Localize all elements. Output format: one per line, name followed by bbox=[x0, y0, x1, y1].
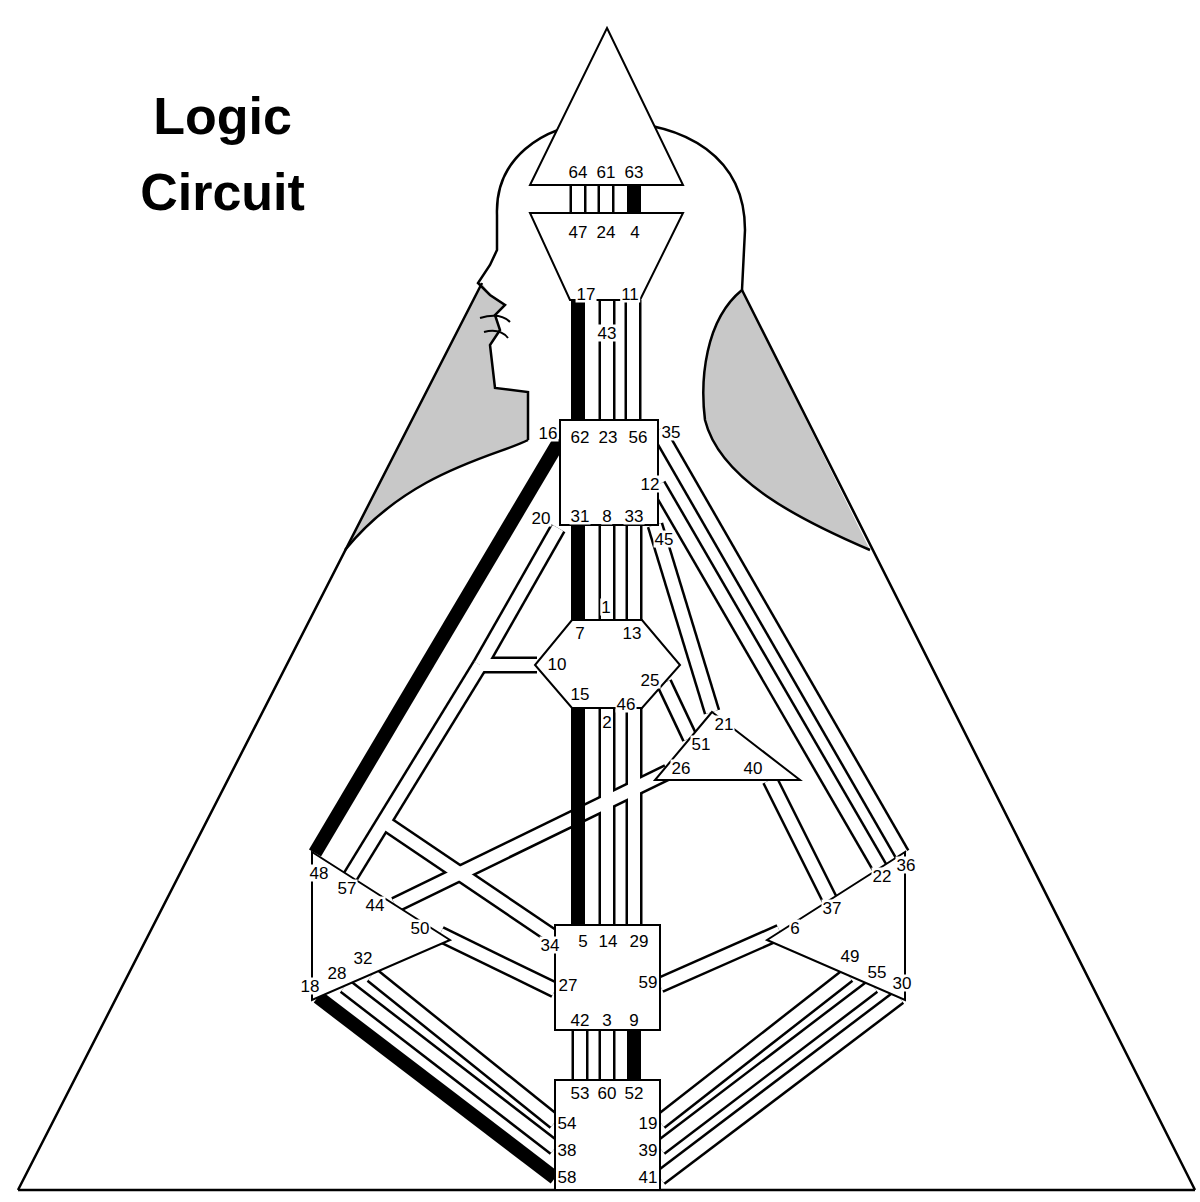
gate-number: 59 bbox=[638, 974, 659, 991]
gate-number: 52 bbox=[624, 1085, 645, 1102]
gate-number: 46 bbox=[616, 696, 637, 713]
gate-number: 54 bbox=[557, 1115, 578, 1132]
gate-number: 62 bbox=[570, 429, 591, 446]
gate-number: 43 bbox=[597, 325, 618, 342]
gate-number: 27 bbox=[558, 977, 579, 994]
gate-number: 44 bbox=[365, 897, 386, 914]
gate-number: 24 bbox=[596, 224, 617, 241]
gate-number: 25 bbox=[640, 672, 661, 689]
gate-number: 22 bbox=[872, 868, 893, 885]
gate-number: 64 bbox=[568, 164, 589, 181]
gate-number: 2 bbox=[601, 714, 612, 731]
gate-number: 14 bbox=[598, 933, 619, 950]
centers bbox=[312, 28, 905, 1190]
gate-number: 47 bbox=[568, 224, 589, 241]
diagram-title: Logic Circuit bbox=[105, 78, 340, 230]
gate-number: 57 bbox=[337, 880, 358, 897]
gate-number: 49 bbox=[840, 948, 861, 965]
gate-number: 42 bbox=[570, 1012, 591, 1029]
gate-number: 26 bbox=[671, 760, 692, 777]
gate-number: 45 bbox=[654, 531, 675, 548]
gate-number: 23 bbox=[598, 429, 619, 446]
gate-number: 50 bbox=[410, 920, 431, 937]
gate-number: 38 bbox=[557, 1142, 578, 1159]
gate-number: 33 bbox=[624, 508, 645, 525]
gate-number: 1 bbox=[600, 599, 611, 616]
gate-number: 34 bbox=[540, 937, 561, 954]
gate-number: 15 bbox=[570, 686, 591, 703]
gate-number: 35 bbox=[661, 424, 682, 441]
gate-number: 6 bbox=[789, 920, 800, 937]
gate-number: 5 bbox=[577, 933, 588, 950]
gate-number: 39 bbox=[638, 1142, 659, 1159]
gate-number: 63 bbox=[624, 164, 645, 181]
gate-number: 17 bbox=[576, 286, 597, 303]
gate-number: 48 bbox=[309, 865, 330, 882]
gate-number: 10 bbox=[547, 656, 568, 673]
gate-number: 28 bbox=[327, 965, 348, 982]
gate-number: 3 bbox=[601, 1012, 612, 1029]
gate-number: 41 bbox=[638, 1169, 659, 1186]
gate-number: 55 bbox=[867, 964, 888, 981]
gate-number: 30 bbox=[892, 975, 913, 992]
gate-number: 37 bbox=[822, 900, 843, 917]
gate-number: 7 bbox=[574, 625, 585, 642]
channels bbox=[315, 185, 902, 1178]
gate-number: 11 bbox=[620, 286, 640, 303]
gate-number: 9 bbox=[628, 1012, 639, 1029]
gate-number: 56 bbox=[628, 429, 649, 446]
gate-number: 58 bbox=[557, 1169, 578, 1186]
gate-number: 53 bbox=[570, 1085, 591, 1102]
gate-number: 36 bbox=[896, 857, 917, 874]
gate-number: 51 bbox=[691, 736, 712, 753]
gate-number: 13 bbox=[622, 625, 643, 642]
gate-number: 61 bbox=[596, 164, 617, 181]
gate-number: 29 bbox=[629, 933, 650, 950]
gate-number: 21 bbox=[714, 716, 735, 733]
gate-number: 16 bbox=[538, 425, 559, 442]
gate-number: 19 bbox=[638, 1115, 659, 1132]
gate-number: 8 bbox=[601, 508, 612, 525]
gate-number: 40 bbox=[743, 760, 764, 777]
gate-number: 12 bbox=[640, 476, 661, 493]
gate-number: 18 bbox=[300, 978, 321, 995]
gate-number: 32 bbox=[353, 950, 374, 967]
gate-number: 4 bbox=[629, 224, 640, 241]
silhouette bbox=[18, 122, 1195, 1190]
gate-number: 60 bbox=[597, 1085, 618, 1102]
gate-number: 31 bbox=[570, 508, 591, 525]
gate-number: 20 bbox=[531, 510, 552, 527]
